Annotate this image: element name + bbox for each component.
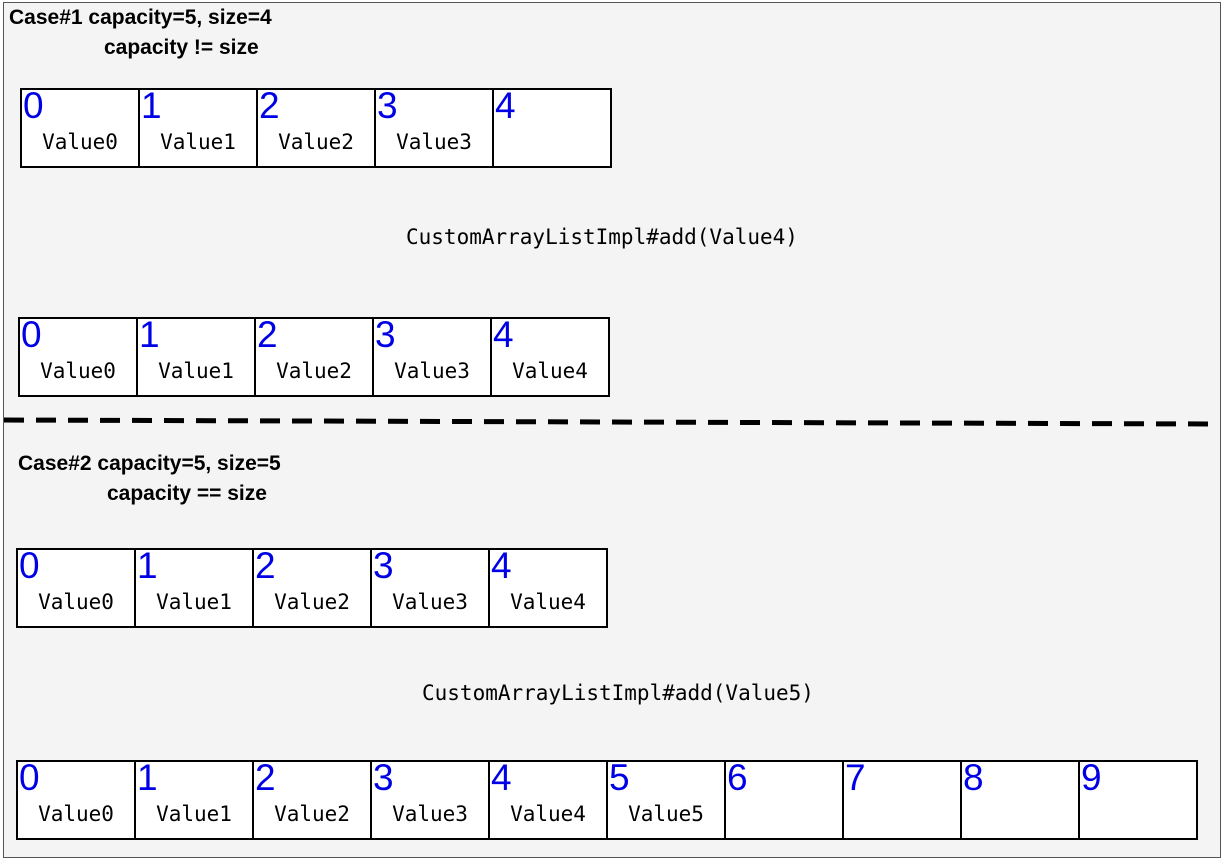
cell-index: 3 <box>373 545 394 586</box>
cell-value: Value0 <box>40 359 116 383</box>
cell-index: 1 <box>137 757 158 798</box>
cell-value: Value3 <box>392 802 468 826</box>
cell-value: Value3 <box>392 590 468 614</box>
cell-index: 4 <box>491 757 512 798</box>
cell-index: 4 <box>493 314 514 355</box>
cell-value: Value3 <box>394 359 470 383</box>
cell-index: 0 <box>21 314 42 355</box>
cell-value: Value4 <box>512 359 588 383</box>
array-cell: 6 <box>724 757 844 840</box>
cell-value: Value2 <box>274 590 350 614</box>
array-cell: 8 <box>960 757 1080 840</box>
case-divider <box>3 417 1212 427</box>
cell-index: 1 <box>139 314 160 355</box>
cell-index: 3 <box>375 314 396 355</box>
case1-title-line1: Case#1 capacity=5, size=4 <box>9 6 272 29</box>
cell-index: 4 <box>495 85 516 126</box>
cell-value: Value4 <box>510 590 586 614</box>
cell-value: Value1 <box>156 590 232 614</box>
cell-value: Value0 <box>42 130 118 154</box>
cell-value: Value1 <box>158 359 234 383</box>
cell-value: Value1 <box>160 130 236 154</box>
cell-index: 4 <box>491 545 512 586</box>
cell-value: Value4 <box>510 802 586 826</box>
cell-index: 0 <box>19 757 40 798</box>
cell-index: 3 <box>377 85 398 126</box>
cell-index: 2 <box>259 85 280 126</box>
cell-index: 2 <box>255 757 276 798</box>
cell-value: Value2 <box>278 130 354 154</box>
cell-index: 1 <box>141 85 162 126</box>
dashed-divider-line <box>3 417 1212 427</box>
cell-value: Value3 <box>396 130 472 154</box>
case2-title-line1: Case#2 capacity=5, size=5 <box>18 452 281 475</box>
array-cell: 4 <box>492 85 612 168</box>
cell-index: 2 <box>255 545 276 586</box>
cell-index: 0 <box>19 545 40 586</box>
cell-index: 7 <box>845 757 866 798</box>
cell-value: Value2 <box>276 359 352 383</box>
cell-value: Value0 <box>38 590 114 614</box>
array-cell: 9 <box>1078 757 1198 840</box>
case2-operation: CustomArrayListImpl#add(Value5) <box>422 681 814 705</box>
case2-title-line2: capacity == size <box>107 482 267 505</box>
cell-index: 6 <box>727 757 748 798</box>
array-cell: 7 <box>842 757 962 840</box>
cell-index: 9 <box>1081 757 1102 798</box>
cell-index: 0 <box>23 85 44 126</box>
cell-value: Value2 <box>274 802 350 826</box>
cell-index: 2 <box>257 314 278 355</box>
cell-index: 1 <box>137 545 158 586</box>
cell-index: 3 <box>373 757 394 798</box>
case1-title-line2: capacity != size <box>104 36 259 59</box>
case1-operation: CustomArrayListImpl#add(Value4) <box>406 225 798 249</box>
cell-value: Value1 <box>156 802 232 826</box>
cell-value: Value0 <box>38 802 114 826</box>
cell-index: 5 <box>609 757 630 798</box>
cell-value: Value5 <box>628 802 704 826</box>
cell-index: 8 <box>963 757 984 798</box>
